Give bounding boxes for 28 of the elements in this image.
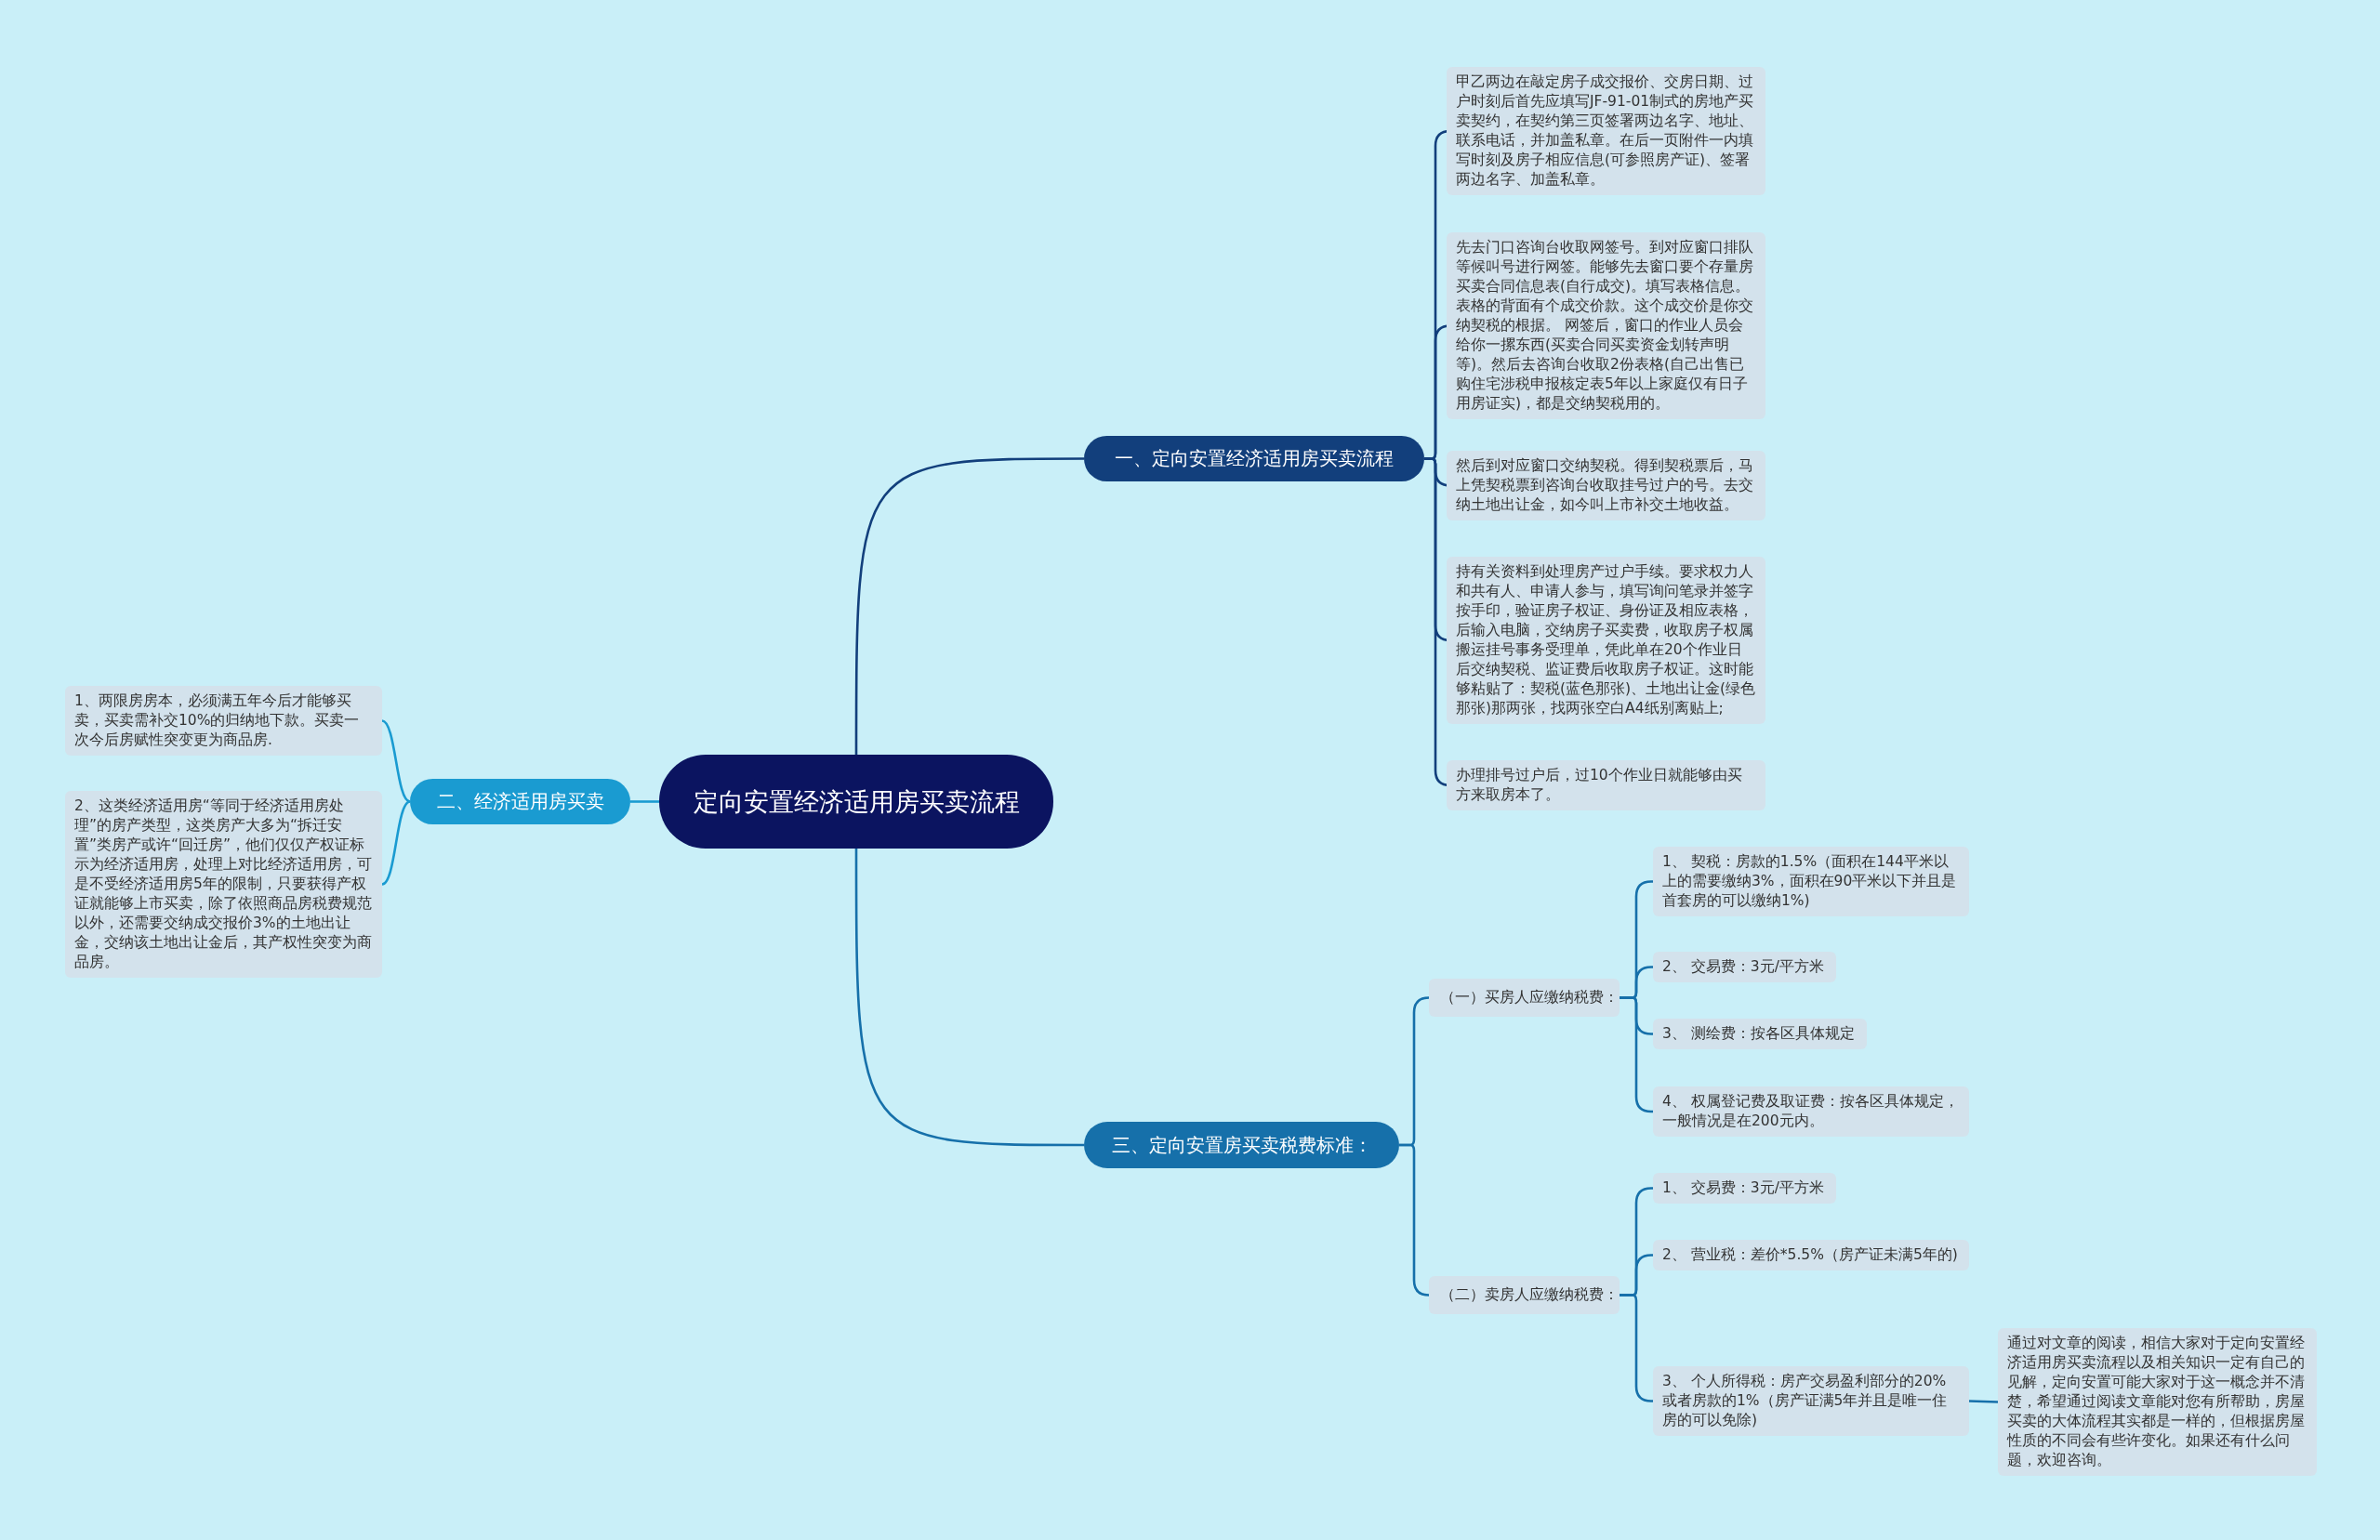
note-box: 1、 交易费：3元/平方米 — [1653, 1173, 1836, 1204]
branch-topic: 二、经济适用房买卖 — [410, 779, 630, 824]
branch-topic: 三、定向安置房买卖税费标准： — [1084, 1122, 1399, 1168]
branch-topic: 一、定向安置经济适用房买卖流程 — [1084, 436, 1424, 481]
note-box: 3、 个人所得税：房产交易盈利部分的20%或者房款的1%（房产证满5年并且是唯一住房的可以免除) — [1653, 1366, 1969, 1436]
note-box: 2、这类经济适用房“等同于经济适用房处理”的房产类型，这类房产大多为“拆迁安置”类房产或许“回迁房”，他们仅仅产权证标示为经济适用房，处理上对比经济适用房，可是不受经济适用房5年的限制，只要获得产权证就能够上市买卖，除了依照商品房税费规范以外，还需要交纳成交报价3%的土地出让金，交纳该土地出让金后，其产权性突变为商品房。 — [65, 791, 382, 978]
note-box: 甲乙两边在敲定房子成交报价、交房日期、过户时刻后首先应填写JF-91-01制式的房地产买卖契约，在契约第三页签署两边名字、地址、联系电话，并加盖私章。在后一页附件一内填写时刻及房子相应信息(可参照房产证)、签署两边名字、加盖私章。 — [1447, 67, 1765, 195]
connector-line — [854, 849, 1084, 1147]
note-box: 通过对文章的阅读，相信大家对于定向安置经济适用房买卖流程以及相关知识一定有自己的见解，定向安置可能大家对于这一概念并不清楚，希望通过阅读文章能对您有所帮助，房屋买卖的大体流程其实都是一样的，但根据房屋性质的不同会有些许变化。如果还有什么问题，欢迎咨询。 — [1998, 1328, 2317, 1476]
note-box: 2、 营业税：差价*5.5%（房产证未满5年的) — [1653, 1240, 1969, 1270]
connector-line — [630, 800, 659, 803]
subtopic-box: （一）买房人应缴纳税费： — [1429, 979, 1620, 1017]
note-box: 然后到对应窗口交纳契税。得到契税票后，马上凭契税票到咨询台收取挂号过户的号。去交纳土地出让金，如今叫上市补交土地收益。 — [1447, 451, 1765, 520]
note-box: 1、 契税：房款的1.5%（面积在144平米以上的需要缴纳3%，面积在90平米以下并且是首套房的可以缴纳1%) — [1653, 847, 1969, 916]
connector-line — [1968, 1400, 1999, 1403]
note-box: 3、 测绘费：按各区具体规定 — [1653, 1019, 1867, 1049]
subtopic-box: （二）卖房人应缴纳税费： — [1429, 1276, 1620, 1314]
note-box: 持有关资料到处理房产过户手续。要求权力人和共有人、申请人参与，填写询问笔录并签字按手印，验证房子权证、身份证及相应表格，后输入电脑，交纳房子买卖费，收取房子权属搬运挂号事务受理单，凭此单在20个作业日后交纳契税、监证费后收取房子权证。这时能够粘贴了：契税(蓝色那张)、土地出让金(绿色那张)那两张，找两张空白A4纸别离贴上; — [1447, 557, 1765, 724]
note-box: 1、两限房房本，必须满五年今后才能够买卖，买卖需补交10%的归纳地下款。买卖一次今后房赋性突变更为商品房. — [65, 686, 382, 756]
note-box: 先去门口咨询台收取网签号。到对应窗口排队等候叫号进行网签。能够先去窗口要个存量房买卖合同信息表(自行成交)。填写表格信息。表格的背面有个成交价款。这个成交价是你交纳契税的根据。 网签后，窗口的作业人员会给你一摞东西(买卖合同买卖资金划转声明等)。然后去咨询台收取2份表格(自己出售已购住宅涉税申报核定表5年以上家庭仅有日子用房证实)，都是交纳契税用的。 — [1447, 232, 1765, 419]
root-topic: 定向安置经济适用房买卖流程 — [659, 755, 1053, 849]
connector-line — [854, 457, 1084, 755]
connector-line — [381, 800, 411, 886]
connector-line — [1399, 1143, 1431, 1296]
note-box: 4、 权属登记费及取证费：按各区具体规定，一般情况是在200元内。 — [1653, 1086, 1969, 1137]
note-box: 办理排号过户后，过10个作业日就能够由买方来取房本了。 — [1447, 760, 1765, 810]
connector-line — [381, 719, 411, 803]
note-box: 2、 交易费：3元/平方米 — [1653, 952, 1836, 982]
